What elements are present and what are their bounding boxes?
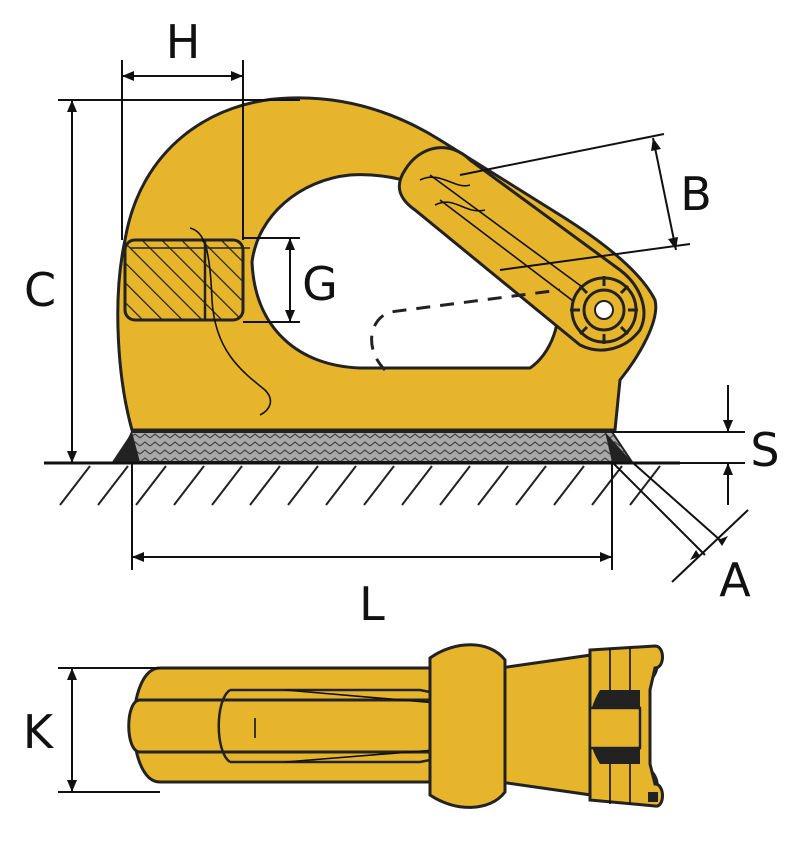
dimension-S: S — [612, 385, 780, 505]
dimension-A: A — [611, 461, 751, 607]
ground-hatch-line — [287, 465, 319, 506]
label-L: L — [359, 577, 385, 631]
label-K: K — [23, 705, 55, 759]
ground-hatch — [44, 461, 680, 506]
bolt-head — [570, 276, 638, 344]
ground-hatch-line — [401, 465, 433, 506]
ground-hatch-line — [515, 465, 547, 506]
ground-hatch-line — [591, 465, 623, 506]
fork-pin — [588, 706, 642, 750]
latch-spring — [419, 176, 486, 212]
ground-hatch-line — [553, 465, 585, 506]
ground-hatch-line — [249, 465, 281, 506]
ground-hatch-line — [97, 465, 129, 506]
ground-hatch-line — [59, 465, 91, 506]
ground-hatch-line — [363, 465, 395, 506]
cross-section — [123, 238, 245, 322]
latch-slot — [429, 174, 601, 311]
label-B: B — [680, 167, 712, 221]
ground-hatch-line — [135, 465, 167, 506]
weld-seam — [112, 431, 634, 463]
top-collar — [428, 643, 507, 809]
hook-top-view — [127, 643, 664, 809]
ground-hatch-line — [325, 465, 357, 506]
ground-hatch-line — [477, 465, 509, 506]
hidden-line — [370, 288, 561, 372]
ground-hatch-line — [439, 465, 471, 506]
label-H: H — [166, 15, 201, 69]
ground-hatch-line — [173, 465, 205, 506]
dimension-C: C — [24, 99, 300, 463]
hook-side-view — [116, 96, 658, 432]
ground-hatch-line — [629, 465, 661, 506]
dimension-G: G — [243, 237, 338, 323]
label-S: S — [750, 423, 779, 477]
dimension-L: L — [131, 463, 613, 631]
dimension-K: K — [23, 667, 160, 793]
dimension-B: B — [459, 133, 712, 271]
ground-hatch-line — [211, 465, 243, 506]
curl-line — [189, 227, 272, 416]
dimension-H: H — [121, 15, 244, 240]
label-C: C — [24, 263, 56, 317]
label-G: G — [302, 257, 338, 311]
label-A: A — [719, 553, 751, 607]
